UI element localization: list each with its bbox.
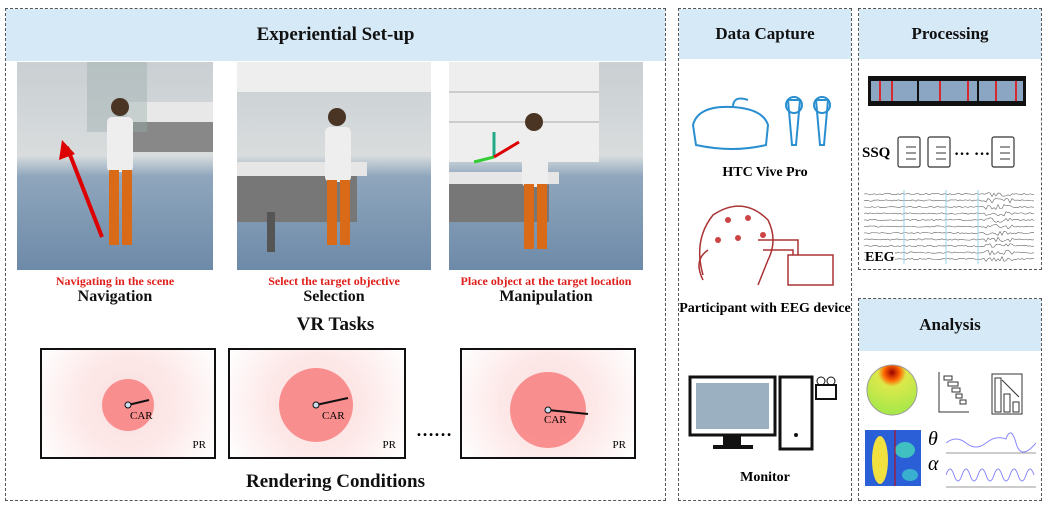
processing-title: Processing: [859, 9, 1041, 59]
car-label: CAR: [544, 414, 567, 426]
band-waveforms: [946, 425, 1036, 491]
ssq-label: SSQ: [862, 145, 890, 162]
manipulation-scene-image: [449, 62, 643, 270]
theta-symbol: θ: [928, 428, 938, 451]
monitor-label: Monitor: [678, 470, 852, 486]
car-label: CAR: [130, 410, 153, 422]
analysis-title: Analysis: [859, 299, 1041, 351]
selection-caption: Select the target objective: [227, 274, 441, 289]
monitor-computer-icon: [688, 365, 848, 455]
rendering-conditions-title: Rendering Conditions: [5, 471, 666, 493]
manipulation-caption: Place object at the target location: [440, 274, 652, 289]
navigation-label: Navigation: [17, 288, 213, 306]
pr-label: PR: [613, 439, 626, 451]
selection-label: Selection: [237, 288, 431, 306]
video-filmstrip-icon: [868, 76, 1026, 106]
rendering-condition-3: CAR PR: [460, 348, 636, 459]
conditions-ellipsis: ……: [410, 420, 458, 441]
eeg-trace: [864, 218, 1034, 223]
time-frequency-map: [865, 430, 921, 486]
pr-label: PR: [383, 439, 396, 451]
eeg-label: EEG: [865, 250, 895, 266]
eeg-trace: [864, 212, 1034, 216]
participant-eeg-label: Participant with EEG device: [678, 300, 852, 318]
rendering-condition-1: CAR PR: [40, 348, 216, 459]
ssq-ellipsis: … …: [954, 142, 990, 160]
htc-vive-label: HTC Vive Pro: [678, 165, 852, 181]
rendering-condition-2: CAR PR: [228, 348, 406, 459]
car-label: CAR: [322, 410, 345, 422]
manipulation-label: Manipulation: [449, 288, 643, 306]
navigation-scene-image: [17, 62, 213, 270]
eeg-trace: [864, 198, 1034, 203]
eeg-trace: [864, 224, 1034, 229]
eeg-cap-icon: [688, 200, 848, 290]
vr-tasks-title: VR Tasks: [5, 314, 666, 336]
analysis-plots-icons: [864, 362, 1034, 418]
eeg-trace: [864, 244, 1034, 248]
eeg-trace: [864, 193, 1034, 197]
vr-headset-icon: [688, 95, 843, 160]
navigation-caption: Navigating in the scene: [17, 274, 213, 289]
eeg-trace: [864, 205, 1034, 210]
setup-title: Experiential Set-up: [6, 9, 665, 61]
selection-scene-image: [237, 62, 431, 270]
eeg-trace: [864, 231, 1034, 235]
eeg-trace: [864, 237, 1034, 241]
alpha-symbol: α: [928, 453, 939, 476]
data-capture-title: Data Capture: [679, 9, 851, 59]
pr-label: PR: [193, 439, 206, 451]
